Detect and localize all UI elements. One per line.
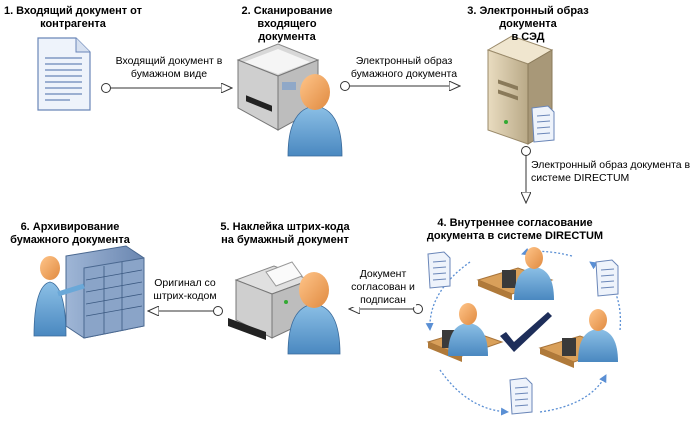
connector-label-3: Электронный образ документа в системе DI… bbox=[531, 159, 697, 185]
step-title-2: 2. Сканирование входящего документа bbox=[241, 5, 333, 43]
connector-label-5: Оригинал со штрих-кодом bbox=[150, 277, 220, 303]
archive-person-icon bbox=[33, 245, 145, 339]
step-title-3: 3. Электронный образ документа в СЭД bbox=[467, 5, 589, 43]
connector-label-2: Электронный образ бумажного документа bbox=[346, 55, 462, 81]
step-title-6: 6. Архивирование бумажного документа bbox=[10, 221, 130, 246]
connector-label-1: Входящий документ в бумажном виде bbox=[112, 55, 226, 81]
connector-2-3 bbox=[340, 81, 461, 91]
approval-cycle-icon bbox=[425, 247, 622, 416]
server-icon bbox=[486, 35, 555, 145]
scanner-person-icon bbox=[236, 43, 343, 157]
step-title-1: 1. Входящий документ от контрагента bbox=[3, 5, 143, 30]
printer-person-icon bbox=[228, 261, 341, 355]
connector-1-2 bbox=[101, 83, 233, 93]
connector-5-6 bbox=[148, 306, 223, 316]
step-title-4: 4. Внутреннее согласование документа в с… bbox=[426, 217, 604, 242]
document-icon bbox=[37, 37, 91, 111]
connector-3-4 bbox=[521, 146, 531, 204]
step-title-5: 5. Наклейка штрих-кода на бумажный докум… bbox=[220, 221, 350, 246]
connector-label-4: Документ согласован и подписан bbox=[350, 268, 416, 307]
